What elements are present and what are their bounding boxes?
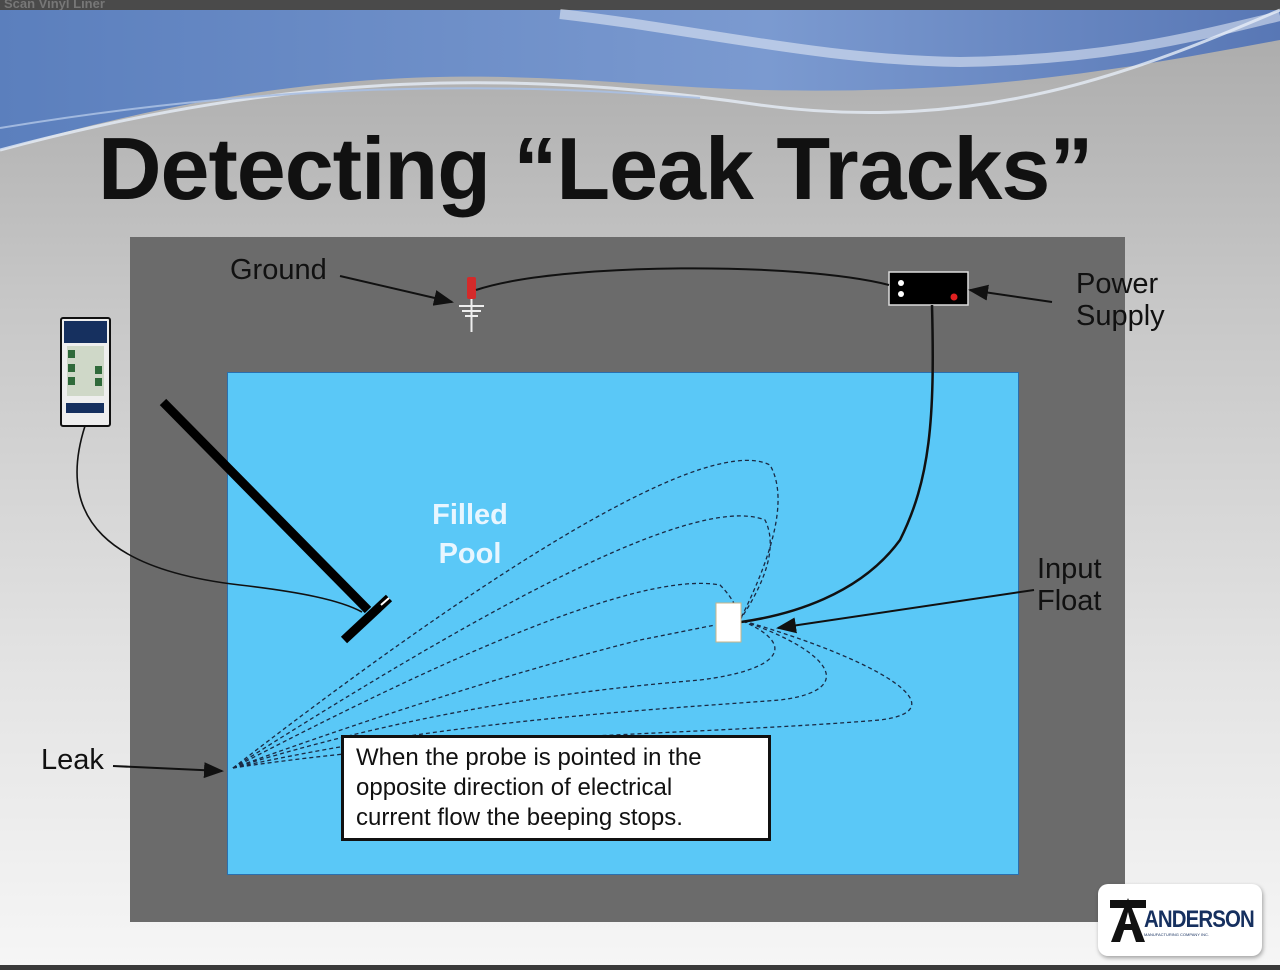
leak-track-lines: [232, 459, 913, 769]
pool-label-line1: Filled: [432, 499, 508, 531]
ground-label: Ground: [230, 254, 327, 286]
logo-tagline: MANUFACTURING COMPANY INC.: [1144, 932, 1209, 937]
ground-arrow: [339, 275, 454, 306]
callout-line3: current flow the beeping stops.: [356, 804, 683, 831]
power-supply-box: [888, 271, 969, 306]
detector-cable: [76, 425, 363, 613]
callout-line2: opposite direction of electrical: [356, 774, 673, 801]
callout-box: When the probe is pointed in the opposit…: [341, 735, 771, 841]
input-float-label-line1: Input: [1037, 553, 1102, 585]
logo-name: ANDERSON: [1144, 906, 1255, 933]
probe-pole: [159, 398, 393, 644]
bottom-bar: [0, 965, 1280, 970]
ground-rod: [459, 277, 484, 332]
window-title-bar: Scan Vinyl Liner: [0, 0, 1280, 11]
power-supply-label-line2: Supply: [1076, 300, 1165, 332]
power-supply-label-line1: Power: [1076, 268, 1159, 300]
input-float-label-line2: Float: [1037, 585, 1102, 617]
float-wire: [740, 304, 934, 624]
power-supply-label: Power Supply: [1076, 268, 1165, 332]
anderson-logo-mark: [1110, 898, 1146, 942]
slide-title: Detecting “Leak Tracks”: [98, 119, 1093, 218]
leak-track-loop-2: [232, 515, 771, 769]
pool-label: Filled Pool: [410, 496, 530, 574]
input-float: [715, 602, 742, 643]
input-float-label: Input Float: [1037, 553, 1102, 617]
leak-label: Leak: [41, 744, 104, 776]
leak-track-loop-5: [232, 619, 776, 769]
pool-label-line2: Pool: [438, 538, 502, 570]
anderson-logo: ANDERSON MANUFACTURING COMPANY INC.: [1098, 884, 1262, 956]
leak-arrow: [112, 762, 224, 779]
leak-track-loop-4: [232, 619, 741, 769]
ground-wire: [475, 267, 890, 291]
power-supply-arrow: [968, 284, 1053, 303]
detector-device: [60, 317, 111, 427]
input-float-arrow: [776, 589, 1035, 634]
header-wave-decoration: [0, 8, 1280, 152]
leak-track-loop-1: [232, 459, 779, 769]
callout-line1: When the probe is pointed in the: [356, 744, 702, 771]
window-title: Scan Vinyl Liner: [4, 0, 105, 11]
leak-track-loop-7: [232, 619, 913, 769]
leak-track-loop-3: [232, 582, 741, 769]
